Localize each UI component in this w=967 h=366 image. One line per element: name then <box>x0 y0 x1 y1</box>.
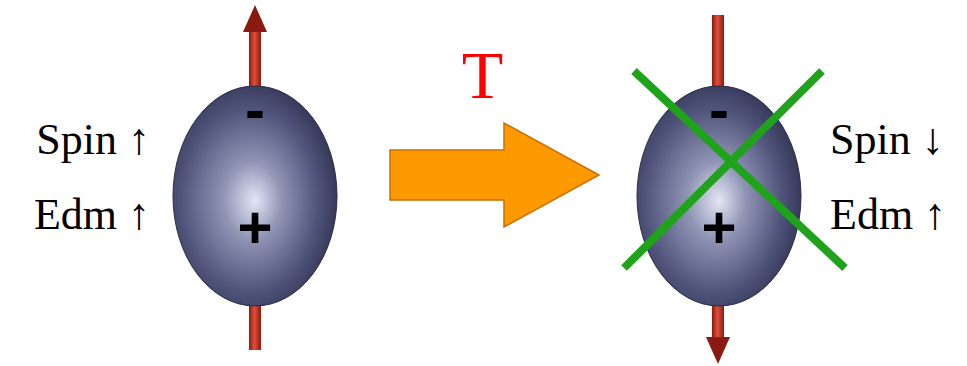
particle: -+ <box>172 85 338 307</box>
label-anchor: Edm ↑ <box>34 193 150 237</box>
label-anchor: Spin ↑ <box>36 118 150 162</box>
charge-sign: - <box>636 80 802 140</box>
label-anchor: Edm ↑ <box>830 193 946 237</box>
label-anchor: Spin ↓ <box>830 118 944 162</box>
charge-sign: - <box>172 80 338 140</box>
spin-arrowhead <box>243 5 267 32</box>
property-label: Edm ↑ <box>830 193 946 237</box>
edge-label-anchor: T <box>462 41 504 109</box>
property-label: Spin ↑ <box>36 118 150 162</box>
spin-arrowhead <box>706 337 730 364</box>
particle: -+ <box>636 85 802 307</box>
operation-label: T <box>462 41 504 109</box>
charge-sign: + <box>172 198 338 258</box>
transform-arrow <box>390 123 599 227</box>
property-label: Spin ↓ <box>830 118 944 162</box>
charge-sign: + <box>636 198 802 258</box>
property-label: Edm ↑ <box>34 193 150 237</box>
